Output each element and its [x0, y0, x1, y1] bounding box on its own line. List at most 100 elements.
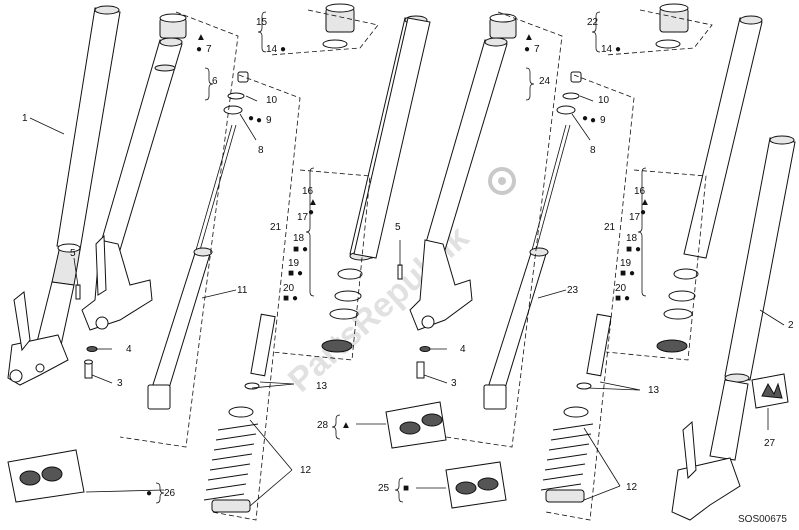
callout-26: 26 — [164, 488, 176, 499]
callout-28: 28 — [317, 420, 329, 431]
callout-20-square: ■ — [283, 293, 289, 304]
callout-28-triangle: ▲ — [341, 420, 351, 431]
callout-7-triangle: ▲ — [196, 32, 206, 43]
callout-9-circle: ● — [256, 115, 262, 126]
group-outlines — [119, 9, 713, 521]
callout-19-circle: ● — [297, 268, 303, 279]
callout-10: 10 — [266, 95, 278, 106]
callout-18-circle: ● — [635, 244, 641, 255]
cap-15 — [322, 3, 355, 49]
callout-10: 10 — [598, 95, 610, 106]
callout-1: 1 — [22, 113, 28, 124]
washer-4-left — [86, 346, 98, 352]
callout-21: 21 — [270, 222, 282, 233]
callout-16: 16 — [302, 186, 314, 197]
callout-23: 23 — [567, 285, 579, 296]
seal-kit-25 — [445, 461, 507, 509]
damper-parts-left — [195, 71, 249, 251]
fork-leg-1 — [7, 5, 121, 386]
fork-leg-2 — [671, 135, 796, 521]
outer-tube-24 — [409, 37, 508, 331]
callout-5: 5 — [70, 248, 76, 259]
spring-12-right — [540, 406, 594, 503]
callout-7-circle: ● — [196, 44, 202, 55]
callout-19-square: ■ — [288, 268, 294, 279]
callout-24: 24 — [539, 76, 551, 87]
callout-8-circle: ● — [582, 113, 588, 124]
callout-5: 5 — [395, 222, 401, 233]
callout-18: 18 — [626, 233, 638, 244]
callout-7: 7 — [534, 44, 540, 55]
callout-13: 13 — [316, 381, 328, 392]
cartridge-11 — [147, 247, 213, 410]
callout-14-circle: ● — [615, 44, 621, 55]
callout-19: 19 — [620, 258, 632, 269]
callout-17: 17 — [297, 212, 309, 223]
callout-25: 25 — [378, 483, 390, 494]
callout-20: 20 — [283, 283, 295, 294]
callout-12: 12 — [300, 465, 312, 476]
callout-9-circle: ● — [590, 115, 596, 126]
callout-9: 9 — [600, 115, 606, 126]
callout-20: 20 — [615, 283, 627, 294]
callout-18-square: ■ — [626, 244, 632, 255]
callout-20-circle: ● — [624, 293, 630, 304]
callout-19-circle: ● — [629, 268, 635, 279]
callout-16-circle: ● — [308, 207, 314, 218]
callout-26-circle: ● — [146, 488, 152, 499]
screw-3-right — [416, 361, 425, 379]
callout-7: 7 — [206, 44, 212, 55]
callout-3: 3 — [117, 378, 123, 389]
callout-16-circle: ● — [640, 207, 646, 218]
callout-20-square: ■ — [615, 293, 621, 304]
damper-parts-right — [531, 71, 582, 251]
cap-7-right — [489, 13, 517, 39]
drawing-code: SOS00675 — [738, 514, 787, 525]
callout-17: 17 — [629, 212, 641, 223]
callout-6: 6 — [212, 76, 218, 87]
cap-7-left — [159, 13, 187, 39]
inner-tube-21-right — [656, 15, 763, 353]
callout-9: 9 — [266, 115, 272, 126]
spring-12-left — [203, 406, 259, 513]
callout-16: 16 — [634, 186, 646, 197]
callout-8: 8 — [258, 145, 264, 156]
callout-18-circle: ● — [302, 244, 308, 255]
washer-4-right — [419, 346, 431, 352]
callout-19: 19 — [288, 258, 300, 269]
callout-25-square: ■ — [403, 483, 409, 494]
cartridge-23 — [483, 247, 549, 410]
seal-kit-26 — [7, 449, 85, 503]
watermark-gear-icon — [488, 167, 516, 195]
callout-27: 27 — [764, 438, 776, 449]
callout-3: 3 — [451, 378, 457, 389]
callout-4: 4 — [460, 344, 466, 355]
callout-12: 12 — [626, 482, 638, 493]
callout-16-triangle: ▲ — [640, 197, 650, 208]
label-27 — [751, 373, 789, 409]
rod-13-right — [576, 313, 612, 390]
callout-7-triangle: ▲ — [524, 32, 534, 43]
screw-5-right — [397, 264, 403, 280]
leader-lines — [29, 95, 785, 507]
callout-21: 21 — [604, 222, 616, 233]
callout-labels: 1 2 3 3 4 4 5 5 6 ▲ ● 7 ▲ ● 7 ● 8 ● 8 ● … — [22, 17, 794, 499]
callout-8: 8 — [590, 145, 596, 156]
callout-16-triangle: ▲ — [308, 197, 318, 208]
callout-15: 15 — [256, 17, 268, 28]
seal-kit-28 — [385, 401, 447, 449]
callout-14-circle: ● — [280, 44, 286, 55]
cap-22 — [655, 3, 689, 49]
callout-14: 14 — [601, 44, 613, 55]
callout-2: 2 — [788, 320, 794, 331]
outer-tube-6 — [81, 37, 183, 331]
screw-5-left — [75, 284, 81, 300]
callout-18: 18 — [293, 233, 305, 244]
callout-22: 22 — [587, 17, 599, 28]
callout-20-circle: ● — [292, 293, 298, 304]
callout-13: 13 — [648, 385, 660, 396]
callout-11: 11 — [237, 285, 248, 296]
callout-18-square: ■ — [293, 244, 299, 255]
